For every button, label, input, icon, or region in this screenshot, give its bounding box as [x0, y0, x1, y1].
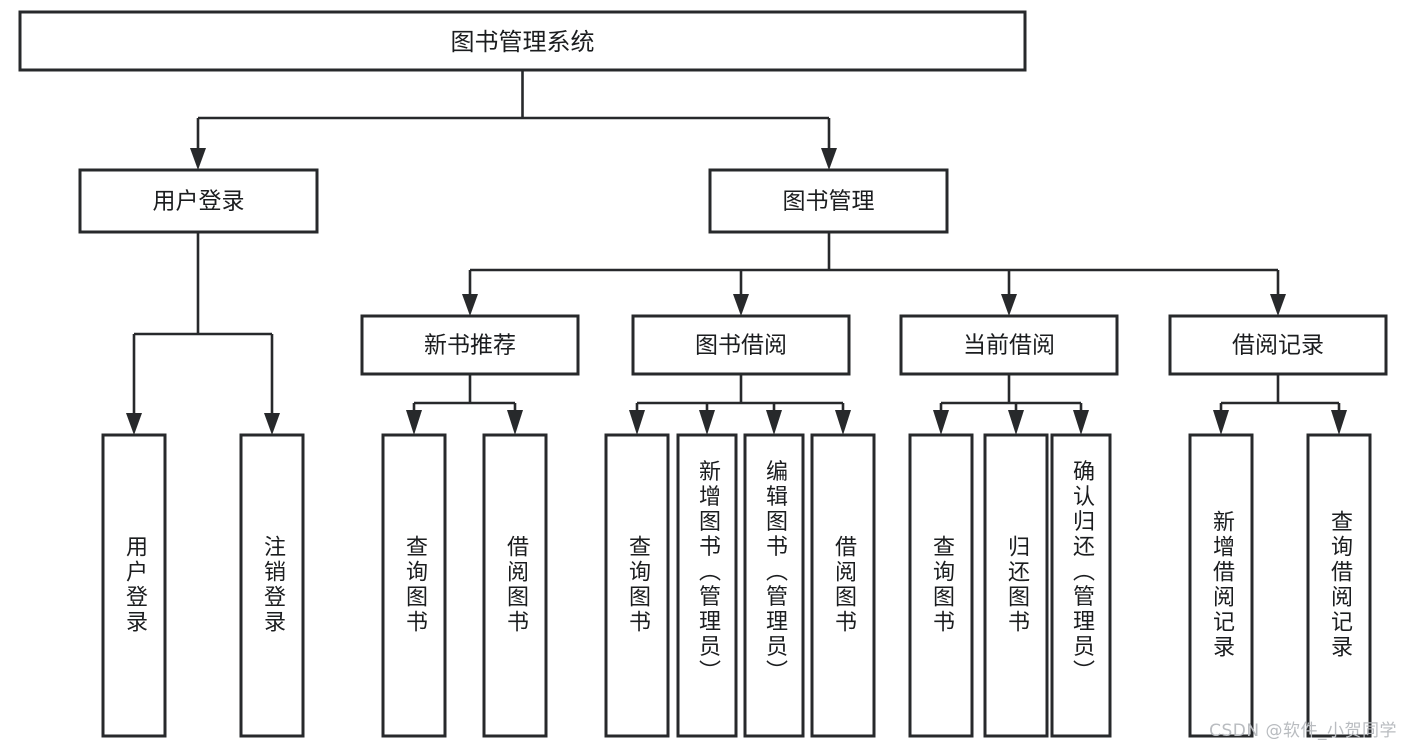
leaf-edit-book-admin-rect[interactable] — [743, 433, 805, 738]
node-user-login-rect[interactable] — [78, 168, 319, 234]
connector-user-login-to-leaves — [126, 232, 280, 435]
arrow-new-book-recommend — [462, 294, 478, 316]
arrow-leaf-edit-book-admin — [766, 410, 782, 435]
leaf-borrow-book-borrow-rect[interactable] — [810, 433, 876, 738]
connector-new-book-recommend-to-leaves — [406, 374, 523, 435]
leaf-query-borrow-record-rect[interactable] — [1306, 433, 1372, 738]
leaf-query-book-current-rect[interactable] — [908, 433, 974, 738]
arrow-leaf-query-book-borrow — [629, 410, 645, 435]
node-current-borrow-label: 当前借阅 — [963, 333, 1055, 359]
arrow-leaf-return-book — [1008, 410, 1024, 435]
arrow-user-login — [190, 148, 206, 170]
node-book-management-rect[interactable] — [708, 168, 949, 234]
connector-current-borrow-to-leaves — [933, 374, 1089, 435]
connector-book-management-to-level2 — [462, 232, 1286, 316]
arrow-leaf-borrow-book-new — [507, 410, 523, 435]
leaf-query-book-new-rect[interactable] — [381, 433, 447, 738]
arrow-leaf-user-logout — [264, 413, 280, 435]
arrow-current-borrow — [1001, 294, 1017, 316]
node-book-management[interactable]: 图书管理 — [708, 168, 949, 234]
leaf-add-book-admin-rect[interactable] — [676, 433, 738, 738]
node-root[interactable]: 图书管理系统 — [18, 10, 1027, 72]
leaf-borrow-book-new-rect[interactable] — [482, 433, 548, 738]
node-book-borrow-label: 图书借阅 — [695, 333, 787, 359]
arrow-leaf-query-book-current — [933, 410, 949, 435]
leaf-confirm-return-admin-rect[interactable] — [1050, 433, 1112, 738]
leaf-query-book-borrow-rect[interactable] — [604, 433, 670, 738]
arrow-book-borrow — [733, 294, 749, 316]
node-new-book-recommend-label: 新书推荐 — [424, 333, 516, 359]
arrow-leaf-add-borrow-record — [1213, 410, 1229, 435]
node-user-login[interactable]: 用户登录 — [78, 168, 319, 234]
arrow-leaf-borrow-book-borrow — [835, 410, 851, 435]
leaf-return-book-rect[interactable] — [983, 433, 1049, 738]
node-current-borrow-rect[interactable] — [899, 314, 1119, 376]
node-borrow-record[interactable]: 借阅记录 — [1168, 314, 1388, 376]
arrow-leaf-query-book-new — [406, 410, 422, 435]
node-borrow-record-label: 借阅记录 — [1232, 333, 1324, 359]
node-new-book-recommend-rect[interactable] — [360, 314, 580, 376]
arrow-leaf-query-borrow-record — [1331, 410, 1347, 435]
node-current-borrow[interactable]: 当前借阅 — [899, 314, 1119, 376]
arrow-borrow-record — [1270, 294, 1286, 316]
connector-book-borrow-to-leaves — [629, 374, 851, 435]
node-book-borrow-rect[interactable] — [631, 314, 851, 376]
node-book-management-label: 图书管理 — [783, 189, 875, 215]
arrow-leaf-confirm-return-admin — [1073, 410, 1089, 435]
node-borrow-record-rect[interactable] — [1168, 314, 1388, 376]
connector-root-to-level1 — [190, 70, 837, 170]
arrow-leaf-user-login — [126, 413, 142, 435]
node-book-borrow[interactable]: 图书借阅 — [631, 314, 851, 376]
connector-borrow-record-to-leaves — [1213, 374, 1347, 435]
leaf-user-login-rect[interactable] — [101, 433, 167, 738]
csdn-watermark: CSDN @软件_小贺同学 — [1209, 721, 1397, 741]
node-root-rect[interactable] — [18, 10, 1027, 72]
leaf-user-logout-rect[interactable] — [239, 433, 305, 738]
arrow-book-management — [821, 148, 837, 170]
node-new-book-recommend[interactable]: 新书推荐 — [360, 314, 580, 376]
node-root-label: 图书管理系统 — [451, 28, 595, 56]
leaf-add-borrow-record-rect[interactable] — [1188, 433, 1254, 738]
node-user-login-label: 用户登录 — [153, 189, 245, 215]
arrow-leaf-add-book-admin — [699, 410, 715, 435]
